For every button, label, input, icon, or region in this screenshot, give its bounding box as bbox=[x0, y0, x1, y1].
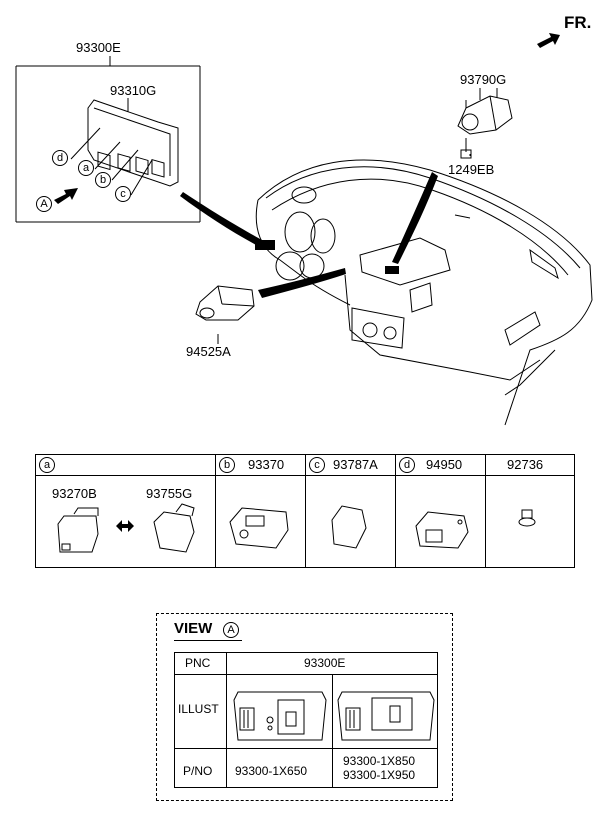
assembly-number-label: 93300E bbox=[76, 40, 121, 55]
illust-left-panel bbox=[233, 691, 327, 741]
row-label-pnc: PNC bbox=[185, 656, 211, 670]
view-table-row-rule bbox=[175, 674, 437, 675]
parts-table-divider bbox=[485, 455, 486, 568]
view-a-marker: A bbox=[36, 196, 52, 212]
switch-panel-93310g bbox=[70, 98, 179, 196]
view-table-col-rule bbox=[332, 674, 333, 787]
part-93270b-illustration bbox=[57, 507, 99, 553]
switch-93790g bbox=[457, 88, 513, 135]
switch-93790g-label: 93790G bbox=[460, 72, 507, 87]
row-label-illust: ILLUST bbox=[178, 702, 219, 716]
callout-a: a bbox=[78, 160, 94, 176]
view-title: VIEW bbox=[174, 620, 213, 637]
assembly-93300e-box bbox=[15, 56, 201, 223]
parts-table-divider bbox=[305, 455, 306, 568]
table-part-e: 92736 bbox=[507, 457, 544, 472]
direction-label: FR. bbox=[564, 13, 592, 32]
callout-d: d bbox=[52, 150, 68, 166]
view-table-col-rule bbox=[226, 653, 227, 787]
pnc-value: 93300E bbox=[304, 656, 346, 670]
switch-94525a bbox=[195, 285, 255, 344]
view-a-box bbox=[156, 613, 453, 801]
pno-right-2: 93300-1X950 bbox=[343, 768, 416, 782]
bolt-1249eb-icon bbox=[460, 138, 472, 159]
view-table: PNC 93300E ILLUST P/NO 93300-1X650 93300… bbox=[174, 652, 438, 788]
table-part-93270b: 93270B bbox=[52, 486, 97, 501]
parts-table: a b 93370 c 93787A d 94950 92736 93270B … bbox=[35, 454, 575, 568]
view-title-underline bbox=[174, 640, 242, 641]
table-callout-d: d bbox=[399, 457, 415, 473]
switch-94525a-label: 94525A bbox=[186, 344, 231, 359]
part-93787a-illustration bbox=[331, 505, 367, 549]
callout-b: b bbox=[95, 172, 111, 188]
table-part-c: 93787A bbox=[333, 457, 378, 472]
table-callout-b: b bbox=[219, 457, 235, 473]
part-93370-illustration bbox=[229, 507, 289, 549]
double-arrow-icon bbox=[116, 520, 134, 532]
pno-left: 93300-1X650 bbox=[235, 764, 308, 778]
pno-right-1: 93300-1X850 bbox=[343, 754, 416, 768]
pointer-sweeps bbox=[180, 172, 438, 298]
part-94950-illustration bbox=[415, 511, 469, 549]
table-part-93755g: 93755G bbox=[146, 486, 193, 501]
table-part-d: 94950 bbox=[426, 457, 463, 472]
illust-right-panel bbox=[337, 691, 435, 741]
row-label-pno: P/NO bbox=[183, 764, 213, 778]
view-table-row-rule bbox=[175, 748, 437, 749]
callout-c: c bbox=[115, 186, 131, 202]
bolt-1249eb-label: 1249EB bbox=[448, 162, 495, 177]
part-93755g-illustration bbox=[153, 503, 195, 553]
table-part-b: 93370 bbox=[248, 457, 285, 472]
parts-table-divider bbox=[215, 455, 216, 568]
view-title-marker: A bbox=[223, 622, 239, 638]
switch-panel-label: 93310G bbox=[110, 83, 157, 98]
front-direction-arrow-icon bbox=[537, 33, 560, 48]
view-a-arrow-icon bbox=[54, 188, 78, 204]
parts-table-divider bbox=[395, 455, 396, 568]
table-callout-a: a bbox=[39, 457, 55, 473]
part-92736-illustration bbox=[518, 509, 536, 527]
table-callout-c: c bbox=[309, 457, 325, 473]
